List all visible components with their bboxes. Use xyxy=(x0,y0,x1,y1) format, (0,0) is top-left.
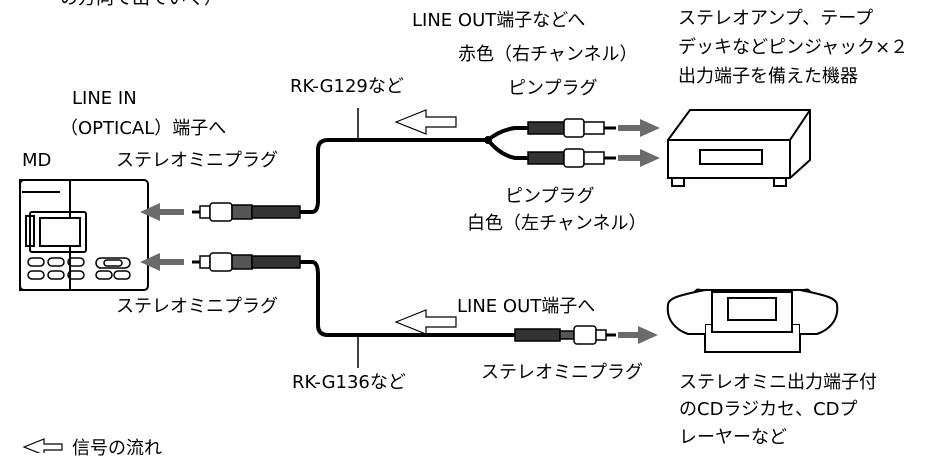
cd-label-line1: ステレオミニ出力端子付 xyxy=(679,372,877,393)
line-out-bottom-label: LINE OUT端子へ xyxy=(457,296,596,317)
cd-boombox-device xyxy=(666,288,839,353)
stereo-mini-plug-top-left xyxy=(192,202,301,222)
cd-label-line3: レーヤーなど xyxy=(679,427,787,448)
hollow-flow-arrow-icon xyxy=(394,109,457,335)
stereo-mini-plug-bottom-left xyxy=(192,252,301,272)
red-channel-label: 赤色（右チャンネル） xyxy=(458,44,638,65)
legend-label: 信号の流れ xyxy=(72,438,162,459)
stereo-mini-plug-bottom-label: ステレオミニプラグ xyxy=(481,362,643,383)
line-in-label-line1: LINE IN xyxy=(72,88,137,109)
stereo-mini-plug-left-bottom-label: ステレオミニプラグ xyxy=(116,296,278,317)
line-out-top-label: LINE OUT端子などへ xyxy=(412,10,586,31)
pin-plug-top-label: ピンプラグ xyxy=(508,78,598,99)
white-channel-label: 白色（左チャンネル） xyxy=(467,213,647,234)
md-label: MD xyxy=(22,150,52,171)
stereo-mini-plug-top-label: ステレオミニプラグ xyxy=(116,150,278,171)
stereo-amp-device xyxy=(667,109,811,187)
line-in-label-line2: （OPTICAL）端子へ xyxy=(60,118,227,139)
cable-rk-g136-label: RK-G136など xyxy=(292,372,406,393)
stereo-mini-plug-right xyxy=(514,325,616,345)
pin-plug-red xyxy=(527,118,616,138)
legend-arrow-icon xyxy=(22,438,63,453)
stereo-amp-line2: デッキなどピンジャック×２ xyxy=(678,37,909,58)
pin-plug-white xyxy=(527,148,616,168)
branch-point xyxy=(484,136,492,144)
md-device xyxy=(19,179,149,291)
cd-label-line2: のCDラジカセ、CDプ xyxy=(679,399,858,420)
top-fragment-label: の方向で出ていく） xyxy=(60,0,222,10)
stereo-amp-line3: 出力端子を備えた機器 xyxy=(678,66,858,87)
stereo-amp-line1: ステレオアンプ、テープ xyxy=(678,8,874,29)
cable-rk-g129-label: RK-G129など xyxy=(290,76,404,97)
signal-arrow-icon xyxy=(140,119,660,344)
pin-plug-bottom-label: ピンプラグ xyxy=(505,186,595,207)
